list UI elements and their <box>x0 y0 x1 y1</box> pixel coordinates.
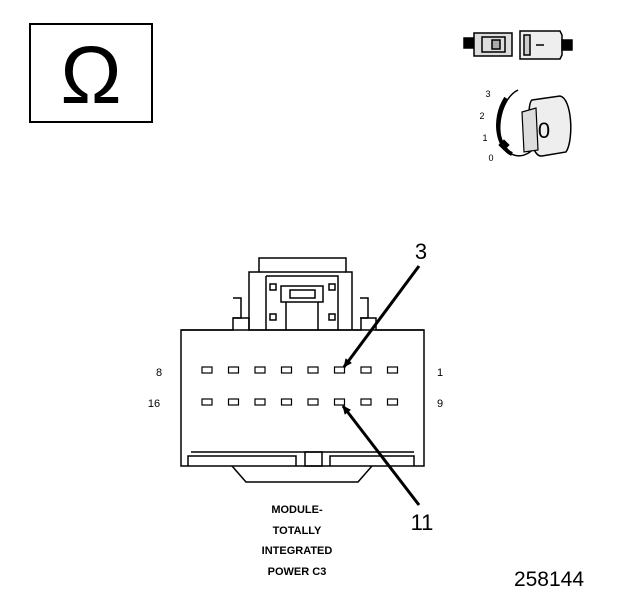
pin-cavity-15 <box>227 398 240 406</box>
disconnected-connector-icon <box>463 30 573 60</box>
pin-cavity-9 <box>386 398 399 406</box>
pin-cavity-16 <box>201 398 213 406</box>
ignition-key-icon: 0 3 2 1 0 <box>479 89 572 163</box>
ohm-meter-icon: Ω <box>29 23 153 123</box>
ohm-glyph: Ω <box>60 30 121 121</box>
pin-cavity-12 <box>307 398 319 406</box>
pin-cavities <box>201 366 399 406</box>
ignition-key-glyph: 0 <box>538 118 550 143</box>
caption-line-2: TOTALLY <box>273 525 322 537</box>
pin-cavity-6 <box>254 366 266 374</box>
caption-line-4: POWER C3 <box>268 566 327 578</box>
caption-line-1: MODULE- <box>271 504 323 516</box>
ignition-position-1: 1 <box>482 133 487 143</box>
pin-cavity-11 <box>333 398 346 406</box>
pin-cavity-4 <box>307 366 319 374</box>
callout-label-3: 3 <box>415 239 427 264</box>
ignition-position-3: 3 <box>485 89 490 99</box>
pin-cavity-1 <box>386 366 399 374</box>
pin-cavity-5 <box>280 366 293 374</box>
pin-cavity-2 <box>360 366 372 374</box>
callout-pin-11: 11 <box>341 405 434 535</box>
pin-cavity-10 <box>360 398 372 406</box>
pin-label-16: 16 <box>148 398 160 410</box>
pin-label-9: 9 <box>437 398 443 410</box>
connector-body <box>180 257 425 483</box>
pin-label-1: 1 <box>437 367 443 379</box>
pin-cavity-8 <box>201 366 213 374</box>
pin-cavity-13 <box>280 398 293 406</box>
callout-label-11: 11 <box>411 510 434 535</box>
pin-cavity-14 <box>254 398 266 406</box>
callout-pin-3: 3 <box>342 239 427 368</box>
pin-cavity-7 <box>227 366 240 374</box>
figure-number: 258144 <box>514 568 584 591</box>
ignition-position-0: 0 <box>488 153 493 163</box>
pin-label-8: 8 <box>156 367 162 379</box>
pin-cavity-3 <box>333 366 346 374</box>
ignition-position-2: 2 <box>479 111 484 121</box>
caption-line-3: INTEGRATED <box>262 545 333 557</box>
